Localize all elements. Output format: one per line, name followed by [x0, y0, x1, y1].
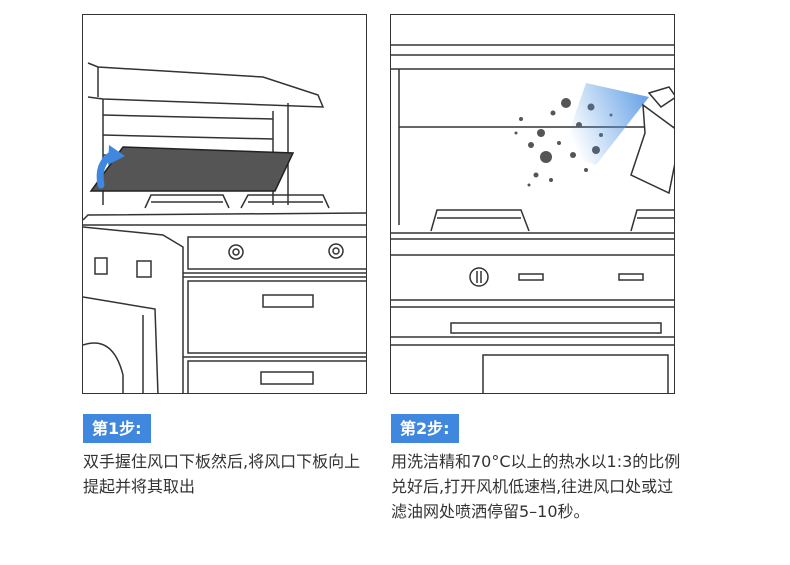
step1-description: 双手握住风口下板然后,将风口下板向上提起并将其取出 [83, 452, 361, 496]
spray-bottle-icon [630, 86, 674, 195]
hood-panel-removal-drawing [83, 62, 366, 393]
curved-arrow-icon [96, 145, 125, 189]
hood-spray-cleaning-drawing [391, 44, 674, 393]
step2-illustration [390, 14, 675, 394]
spray-mist [561, 83, 649, 165]
step1-illustration [82, 14, 367, 394]
step2-description: 用洗洁精和70°C以上的热水以1:3的比例兑好后,打开风机低速档,往进风口处或过… [391, 452, 681, 521]
step1-label: 第1步: [83, 414, 151, 443]
step2-label: 第2步: [391, 414, 459, 443]
